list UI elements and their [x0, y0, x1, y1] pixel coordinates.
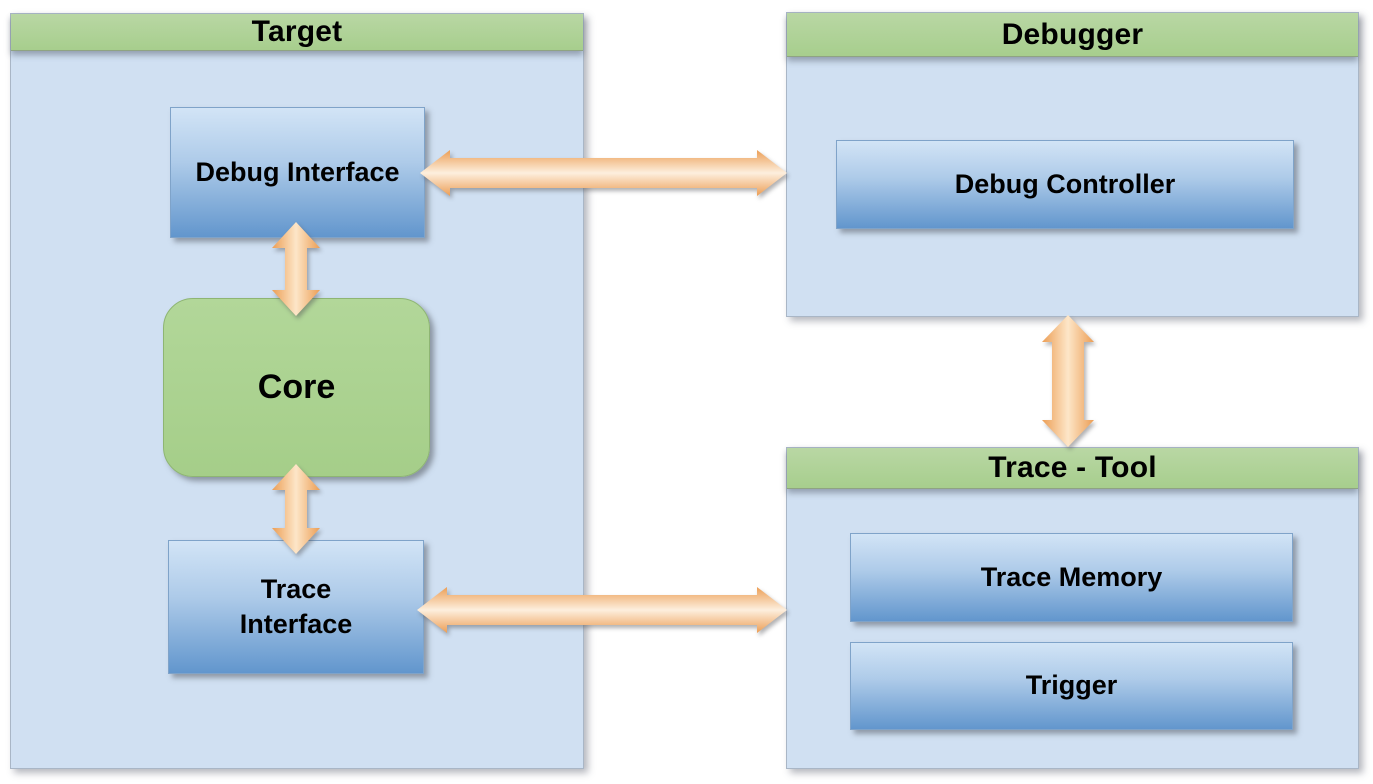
arrow-debugger-trace-tool — [1042, 315, 1094, 447]
node-debug-interface: Debug Interface — [170, 107, 425, 238]
arrow-debug-interface-core — [272, 222, 320, 316]
node-trigger: Trigger — [850, 642, 1293, 730]
arrow-debug-interface-debug-controller — [420, 150, 787, 196]
node-trace-memory: Trace Memory — [850, 533, 1293, 622]
arrow-trace-interface-trace-tool — [417, 587, 787, 633]
container-target-header: Target — [11, 14, 583, 51]
container-debugger-header: Debugger — [787, 13, 1358, 57]
arrow-core-trace-interface — [272, 464, 320, 554]
container-trace-tool-header: Trace - Tool — [787, 448, 1358, 489]
node-trace-interface: Trace Interface — [168, 540, 424, 674]
node-core: Core — [163, 298, 430, 477]
node-debug-controller: Debug Controller — [836, 140, 1294, 229]
